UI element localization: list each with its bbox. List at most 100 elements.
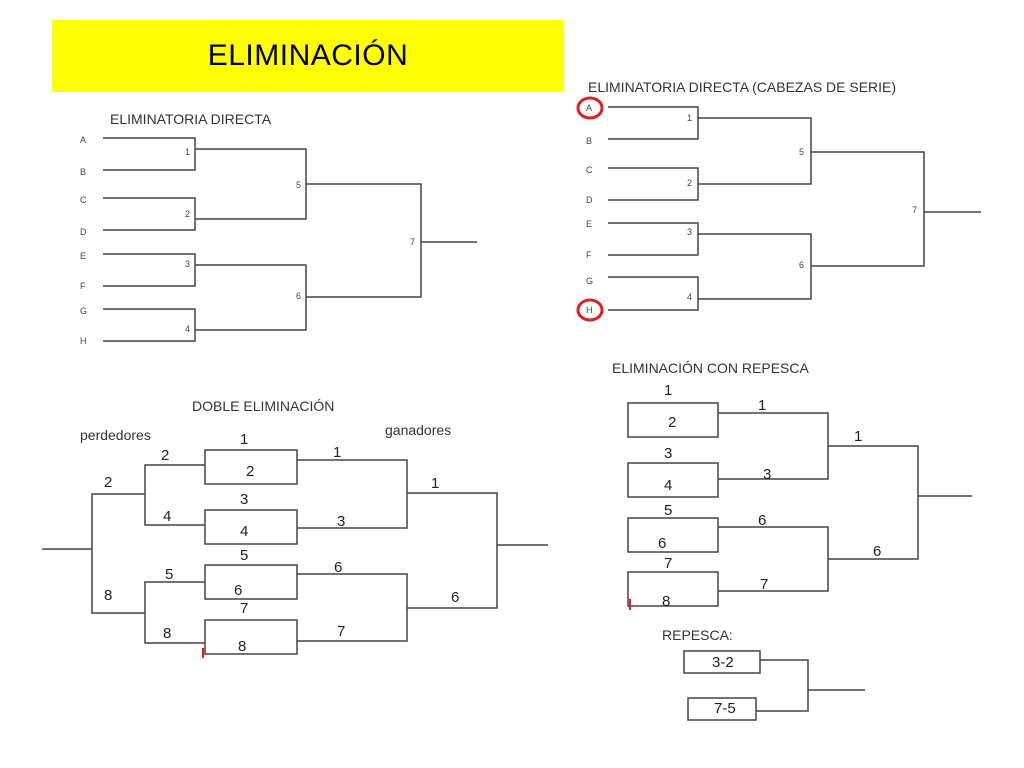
repesca-box (687, 697, 757, 721)
entrant-label: H (586, 305, 593, 315)
match-number: 5 (296, 180, 301, 190)
seed-marker-a (576, 96, 604, 120)
winners-label: ganadores (385, 422, 451, 438)
bracket-line (828, 445, 919, 560)
bracket-line (103, 197, 196, 231)
entrant-label: E (80, 251, 86, 261)
match-number: 6 (296, 291, 301, 301)
entrant-label: H (80, 336, 87, 346)
pair-bottom: 2 (668, 414, 676, 431)
bracket-line (718, 526, 829, 592)
pair-bottom: 6 (234, 582, 242, 599)
bracket-doble-eliminacion: DOBLE ELIMINACIÓN perdedores ganadores 1… (42, 398, 548, 658)
pair-top: 7 (664, 555, 672, 572)
match-number: 1 (687, 113, 692, 123)
match-number: 6 (799, 260, 804, 270)
match-box (204, 509, 298, 545)
match-box (627, 571, 719, 607)
pair-bottom: 8 (662, 593, 670, 610)
pair-top: 3 (240, 491, 248, 508)
bracket-line (103, 308, 196, 342)
bracket-eliminatoria-directa: ELIMINATORIA DIRECTA A B C D E F G H 1 2… (80, 111, 477, 346)
heading-cabezas-de-serie: ELIMINATORIA DIRECTA (CABEZAS DE SERIE) (588, 79, 896, 95)
pair-top: 1 (664, 382, 672, 399)
pair-top: 1 (240, 431, 248, 448)
repesca-match: 3-2 (712, 654, 734, 671)
match-box (627, 402, 719, 438)
match-number: 4 (185, 324, 190, 334)
bracket-line (608, 106, 699, 140)
match-number: 1 (185, 147, 190, 157)
repesca-box (683, 650, 761, 674)
loser-number: 2 (161, 447, 169, 464)
seed-marker-h (576, 298, 604, 322)
pair-top: 5 (240, 547, 248, 564)
entrant-label: G (80, 306, 87, 316)
winner-number: 7 (337, 623, 345, 640)
entrant-label: A (586, 103, 592, 113)
bracket-line (144, 464, 205, 526)
pair-top: 3 (664, 445, 672, 462)
match-number: 7 (410, 237, 415, 247)
bracket-line (407, 492, 498, 609)
entrant-label: E (586, 219, 592, 229)
winner-number: 3 (763, 466, 771, 483)
match-number: 2 (185, 209, 190, 219)
bracket-line (756, 659, 809, 712)
bracket-con-repesca: ELIMINACIÓN CON REPESCA 1 2 3 4 5 6 7 8 … (612, 360, 972, 721)
bracket-line (91, 493, 145, 614)
winner-number: 3 (337, 513, 345, 530)
heading-eliminatoria-directa: ELIMINATORIA DIRECTA (110, 111, 272, 127)
bracket-line (103, 137, 196, 171)
bracket-line (698, 233, 812, 300)
match-box (204, 564, 298, 600)
winner-number: 1 (854, 428, 862, 445)
pair-bottom: 4 (664, 477, 672, 494)
bracket-line (103, 253, 196, 287)
entrant-label: G (586, 276, 593, 286)
pair-bottom: 2 (246, 463, 254, 480)
heading-con-repesca: ELIMINACIÓN CON REPESCA (612, 360, 809, 376)
match-box (627, 462, 719, 498)
losers-label: perdedores (80, 427, 151, 443)
pair-bottom: 6 (658, 535, 666, 552)
loser-number: 2 (104, 474, 112, 491)
loser-number: 4 (163, 508, 171, 525)
entrant-label: F (80, 281, 86, 291)
winner-number: 1 (758, 397, 766, 414)
bracket-line (608, 167, 699, 201)
pair-top: 5 (664, 502, 672, 519)
bracket-line (718, 412, 829, 480)
loser-number: 8 (104, 587, 112, 604)
winner-number: 1 (333, 444, 341, 461)
bracket-line (297, 573, 408, 642)
entrant-label: D (80, 227, 87, 237)
bracket-cabezas-de-serie: ELIMINATORIA DIRECTA (CABEZAS DE SERIE) … (576, 79, 981, 322)
bracket-line (306, 183, 422, 298)
pair-bottom: 8 (238, 638, 246, 655)
winner-number: 7 (760, 576, 768, 593)
entrant-label: D (586, 195, 593, 205)
bracket-line (144, 581, 205, 644)
title-banner: ELIMINACIÓN (52, 20, 564, 92)
match-box (204, 449, 298, 485)
repesca-label: REPESCA: (662, 627, 733, 643)
match-number: 4 (687, 292, 692, 302)
bracket-line (195, 264, 307, 331)
entrant-label: F (586, 250, 592, 260)
match-number: 5 (799, 147, 804, 157)
entrant-label: A (80, 135, 86, 145)
loser-number: 8 (163, 625, 171, 642)
bracket-line (811, 151, 925, 267)
bracket-line (698, 117, 812, 185)
winner-number: 1 (431, 475, 439, 492)
match-number: 2 (687, 178, 692, 188)
entrant-label: C (80, 195, 87, 205)
bracket-line (297, 459, 408, 529)
winner-number: 6 (451, 589, 459, 606)
loser-number: 5 (165, 566, 173, 583)
winner-number: 6 (873, 543, 881, 560)
match-box (204, 619, 298, 655)
heading-doble-eliminacion: DOBLE ELIMINACIÓN (192, 398, 334, 414)
entrant-label: B (586, 136, 592, 146)
